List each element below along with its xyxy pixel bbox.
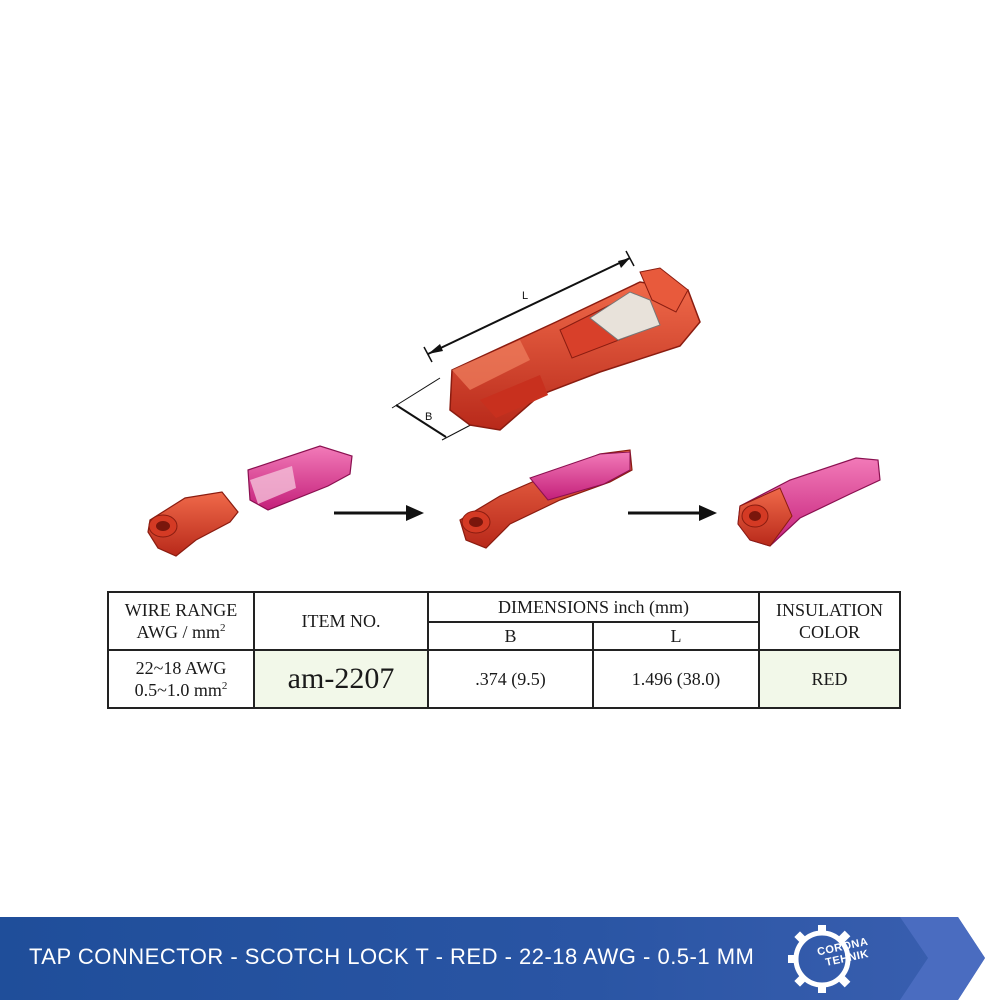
- spade-terminal-pink: [247, 445, 353, 511]
- banner-background: [0, 917, 985, 1000]
- dimension-l-value: 1.496 (38.0): [592, 649, 760, 709]
- arrow-right-icon: [334, 505, 424, 521]
- dimension-label-b: B: [425, 411, 432, 423]
- insulation-color-value: RED: [758, 649, 901, 709]
- dimension-b-header: B: [427, 621, 594, 651]
- dimension-b-value: .374 (9.5): [427, 649, 594, 709]
- specification-table: WIRE RANGE AWG / mm2 ITEM NO. DIMENSIONS…: [107, 591, 901, 709]
- product-title-banner: TAP CONNECTOR - SCOTCH LOCK T - RED - 22…: [0, 917, 1000, 1000]
- wire-range-header: WIRE RANGE AWG / mm2: [107, 591, 255, 651]
- gear-logo-icon: [788, 925, 851, 993]
- item-no-value: am-2207: [253, 649, 429, 709]
- item-no-header: ITEM NO.: [253, 591, 429, 651]
- insulation-color-header: INSULATION COLOR: [758, 591, 901, 651]
- dimensions-header: DIMENSIONS inch (mm): [427, 591, 760, 623]
- product-title: TAP CONNECTOR - SCOTCH LOCK T - RED - 22…: [29, 944, 755, 969]
- tap-connector-small: [147, 491, 239, 557]
- dimension-l-header: L: [592, 621, 760, 651]
- scotch-lock-connector-large: [391, 250, 701, 441]
- tap-connector-locked: [737, 457, 881, 547]
- wire-range-value: 22~18 AWG 0.5~1.0 mm2: [107, 649, 255, 709]
- product-illustration: L B: [147, 250, 881, 557]
- tap-connector-assembled: [459, 449, 633, 549]
- dimension-label-l: L: [522, 290, 528, 302]
- arrow-right-icon: [628, 505, 717, 521]
